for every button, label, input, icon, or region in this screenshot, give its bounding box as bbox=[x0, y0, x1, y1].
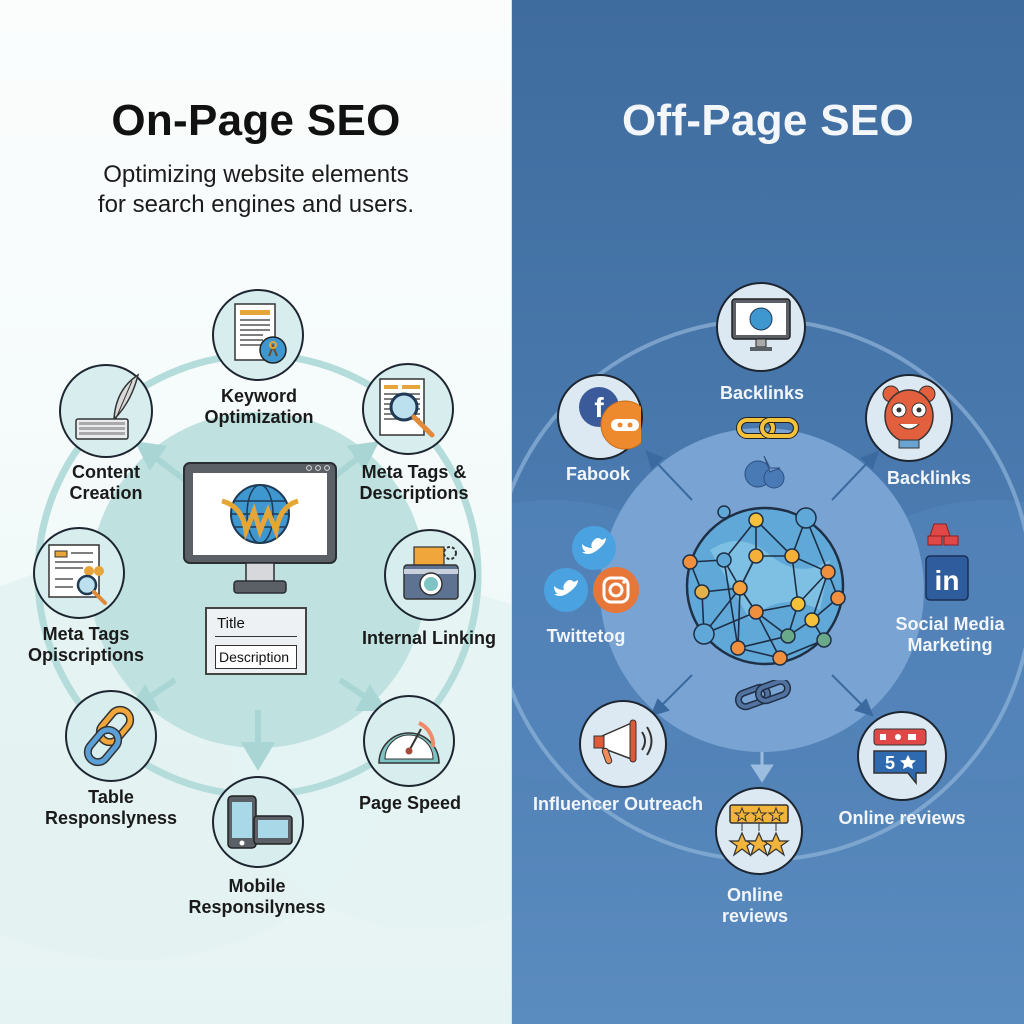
node-online-reviews-right[interactable]: 5 bbox=[857, 711, 947, 801]
node-meta-tags-descriptions[interactable] bbox=[362, 363, 454, 455]
node-influencer-outreach[interactable] bbox=[579, 700, 667, 788]
star-rating-icon bbox=[728, 804, 790, 857]
label-page-speed: Page Speed bbox=[358, 793, 462, 813]
center-monitor bbox=[182, 461, 338, 596]
on-page-seo-panel: On-Page SEO Optimizing website elements … bbox=[0, 0, 512, 1024]
dark-chain-icon bbox=[734, 680, 792, 711]
megaphone-icon bbox=[593, 719, 653, 765]
node-content-creation[interactable] bbox=[59, 364, 153, 458]
twitter-instagram-icon[interactable] bbox=[540, 524, 640, 620]
label-internal-linking: Internal Linking bbox=[361, 628, 497, 648]
label-online-reviews-right: Online reviews bbox=[838, 808, 966, 828]
speedometer-icon bbox=[378, 721, 440, 764]
label-backlinks-top: Backlinks bbox=[719, 383, 805, 403]
page-title: Off-Page SEO bbox=[621, 96, 915, 145]
linkedin-icon[interactable]: in bbox=[924, 520, 972, 604]
gold-chain-icon bbox=[736, 417, 799, 489]
subtitle: Optimizing website elements for search e… bbox=[0, 160, 512, 220]
meta-preview-card: Title Description bbox=[205, 607, 307, 675]
document-keyword-icon bbox=[234, 303, 287, 364]
document-magnifier-icon bbox=[379, 378, 435, 438]
label-twitter: Twittetog bbox=[546, 626, 626, 646]
node-table-responsiveness[interactable] bbox=[65, 690, 157, 782]
label-facebook: Fabook bbox=[565, 464, 631, 484]
phone-tablet-icon bbox=[227, 795, 293, 849]
node-mobile-responsiveness[interactable] bbox=[212, 776, 304, 868]
label-backlinks-right: Backlinks bbox=[886, 468, 972, 488]
monitor-globe-icon bbox=[183, 462, 337, 594]
node-keyword-optimization[interactable] bbox=[212, 289, 304, 381]
card-description: Description bbox=[215, 645, 297, 669]
subtitle-line-2: for search engines and users. bbox=[97, 191, 415, 218]
subtitle-line-1: Optimizing website elements bbox=[103, 161, 409, 188]
label-influencer-outreach: Influencer Outreach bbox=[532, 794, 704, 814]
svg-text:5: 5 bbox=[885, 753, 895, 773]
camera-gear-icon bbox=[403, 546, 459, 600]
node-meta-tags-opiscriptions[interactable] bbox=[33, 527, 125, 619]
card-title: Title bbox=[217, 615, 245, 632]
page-title: On-Page SEO bbox=[111, 96, 401, 145]
off-page-seo-panel: Off-Page SEO bbox=[512, 0, 1024, 1024]
svg-text:in: in bbox=[935, 565, 960, 596]
node-facebook[interactable]: f bbox=[557, 374, 643, 460]
facebook-chat-icon: f bbox=[579, 387, 641, 450]
monitor-globe-icon bbox=[731, 298, 791, 351]
document-tags-magnifier-icon bbox=[48, 544, 107, 605]
label-meta-tags-descriptions: Meta Tags &Descriptions bbox=[359, 462, 469, 503]
node-page-speed[interactable] bbox=[363, 695, 455, 787]
node-backlinks-top[interactable] bbox=[716, 282, 806, 372]
review-bubble-icon: 5 bbox=[873, 728, 927, 786]
network-globe-icon bbox=[682, 505, 846, 666]
mascot-icon bbox=[882, 385, 936, 449]
quill-keyboard-icon bbox=[75, 373, 140, 440]
node-backlinks-right[interactable] bbox=[865, 374, 953, 462]
node-internal-linking[interactable] bbox=[384, 529, 476, 621]
svg-text:f: f bbox=[594, 392, 604, 423]
node-online-reviews-bottom[interactable] bbox=[715, 787, 803, 875]
chain-link-icon bbox=[83, 705, 135, 767]
